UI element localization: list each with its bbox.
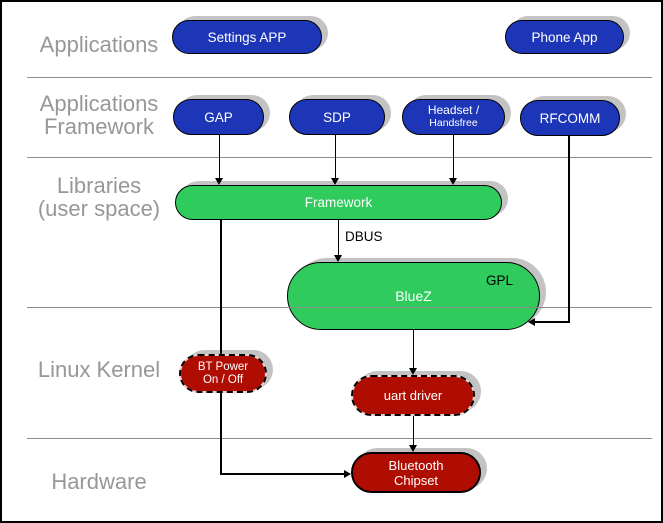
edge-bluez-uart bbox=[413, 330, 414, 368]
node-framework: Framework bbox=[175, 185, 502, 220]
layer-label-text: Framework bbox=[43, 114, 154, 139]
layer-label-hardware: Hardware bbox=[10, 470, 188, 493]
edge-framework-chipset-lower bbox=[220, 393, 222, 475]
arrowhead-uart-chipset bbox=[409, 445, 417, 452]
divider-applications bbox=[27, 77, 652, 78]
edge-framework-bluez bbox=[338, 220, 339, 256]
edge-gap-framework bbox=[219, 135, 220, 179]
edge-sdp-framework bbox=[335, 135, 336, 179]
node-label-line1: Headset / bbox=[427, 103, 480, 117]
node-label: Framework bbox=[304, 195, 373, 210]
node-rfcomm: RFCOMM bbox=[520, 100, 620, 136]
node-label-line2: Handsfree bbox=[429, 117, 478, 129]
node-label: uart driver bbox=[383, 388, 443, 403]
node-phone-app: Phone App bbox=[505, 20, 624, 54]
layer-label-text: Applications bbox=[39, 32, 159, 57]
node-label: RFCOMM bbox=[539, 110, 601, 126]
divider-linux-kernel bbox=[27, 438, 652, 439]
node-label: BlueZ bbox=[395, 288, 432, 304]
layer-label-linux-kernel: Linux Kernel bbox=[10, 358, 188, 381]
layer-label-text: (user space) bbox=[37, 196, 161, 221]
layer-label-text: Hardware bbox=[51, 469, 147, 494]
node-label: Settings APP bbox=[207, 29, 287, 45]
edge-framework-chipset-horizontal bbox=[220, 473, 344, 475]
node-bt-power: BT Power On / Off bbox=[179, 354, 267, 393]
edge-framework-chipset-upper bbox=[220, 220, 222, 354]
layer-label-applications-framework: Applications Framework bbox=[10, 92, 188, 138]
layer-label-applications: Applications bbox=[10, 33, 188, 56]
node-label: SDP bbox=[323, 109, 351, 125]
node-bluetooth-chipset: Bluetooth Chipset bbox=[351, 452, 481, 493]
edge-rfcomm-bluez-vertical bbox=[568, 136, 570, 323]
layer-label-text: Applications bbox=[39, 91, 159, 116]
node-headset-handsfree: Headset / Handsfree bbox=[402, 99, 505, 135]
layer-label-text: Libraries bbox=[56, 173, 142, 198]
divider-libraries bbox=[27, 307, 652, 308]
node-label-line1: Bluetooth bbox=[388, 457, 444, 473]
node-label-line2: Chipset bbox=[393, 472, 439, 488]
dbus-edge-label: DBUS bbox=[345, 229, 383, 244]
arrowhead-gap-framework bbox=[215, 178, 223, 185]
edge-rfcomm-bluez-horizontal bbox=[535, 321, 570, 323]
arrowhead-sdp-framework bbox=[331, 178, 339, 185]
gpl-license-tag: GPL bbox=[485, 273, 513, 288]
arrowhead-framework-bluez bbox=[334, 255, 342, 262]
node-label-line2: On / Off bbox=[202, 373, 244, 386]
node-label: Phone App bbox=[531, 29, 598, 45]
layer-label-text: Linux Kernel bbox=[37, 357, 161, 382]
divider-applications-framework bbox=[27, 157, 652, 158]
node-settings-app: Settings APP bbox=[172, 20, 322, 54]
arrowhead-framework-chipset bbox=[344, 470, 351, 478]
arrowhead-rfcomm-bluez bbox=[528, 318, 535, 326]
arrowhead-headset-framework bbox=[449, 178, 457, 185]
edge-uart-chipset bbox=[413, 416, 414, 445]
node-sdp: SDP bbox=[289, 99, 385, 135]
node-label: GAP bbox=[204, 109, 233, 125]
edge-headset-framework bbox=[453, 135, 454, 179]
node-label-line1: BT Power bbox=[197, 360, 249, 373]
node-uart-driver: uart driver bbox=[351, 375, 475, 416]
arrowhead-bluez-uart bbox=[409, 368, 417, 375]
node-gap: GAP bbox=[173, 99, 264, 135]
node-bluez: GPL BlueZ bbox=[287, 262, 540, 330]
layer-label-libraries: Libraries (user space) bbox=[10, 174, 188, 220]
